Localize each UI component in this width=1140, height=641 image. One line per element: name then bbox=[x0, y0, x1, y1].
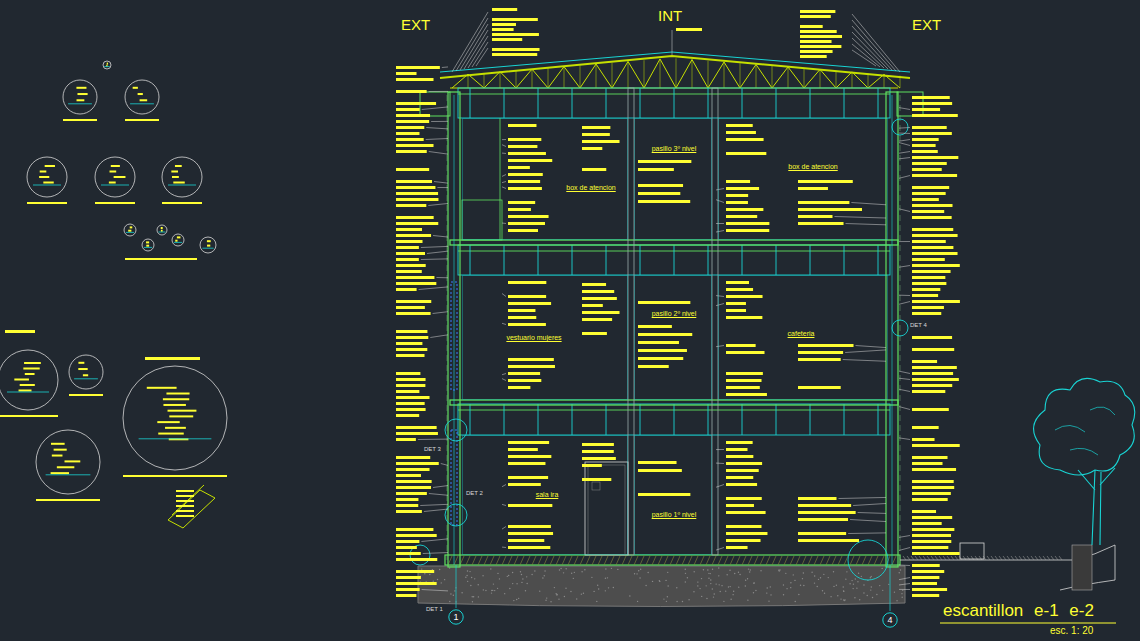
ceiling-band bbox=[458, 404, 890, 435]
ground-slab bbox=[445, 555, 900, 565]
room-space: vestuario mujeres bbox=[462, 275, 628, 400]
room-space: cafeteria bbox=[718, 275, 888, 400]
axis-bubble: 1 bbox=[448, 609, 464, 625]
axis-number: 4 bbox=[882, 612, 898, 628]
room-space: pasillo 1º nivel bbox=[634, 435, 712, 555]
room-name: sala ira bbox=[536, 491, 559, 499]
interior-label: INT bbox=[658, 8, 682, 23]
detail-marker bbox=[892, 119, 908, 135]
room-space: box de atencion bbox=[462, 118, 628, 240]
detail-tag: DET 4 bbox=[910, 322, 927, 328]
room-space: box de atencion bbox=[718, 118, 888, 240]
detail-marker bbox=[892, 320, 908, 336]
annotation-notes bbox=[396, 8, 960, 597]
drawing-title: escantillon e-1 e-2 bbox=[943, 602, 1094, 619]
scale-note: esc. 1: 20 bbox=[1050, 626, 1093, 636]
detail-callouts bbox=[0, 61, 227, 528]
soil bbox=[418, 566, 905, 607]
room-name: pasillo 1º nivel bbox=[652, 511, 697, 519]
room-space: pasillo 3º nivel bbox=[634, 118, 712, 240]
drawing bbox=[0, 8, 1135, 623]
detail-marker bbox=[848, 540, 888, 580]
room-space: pasillo 2º nivel bbox=[634, 275, 712, 400]
tree bbox=[1034, 378, 1135, 545]
floor-slab bbox=[450, 240, 898, 245]
room-space: sala ira bbox=[462, 435, 628, 555]
detail-tag: DET 3 bbox=[424, 446, 441, 452]
room-name: box de atencion bbox=[566, 184, 615, 192]
walls bbox=[447, 88, 900, 611]
room-name: box de atencion bbox=[788, 163, 837, 171]
ceiling-band bbox=[458, 245, 890, 275]
exterior-label: EXT bbox=[401, 17, 430, 32]
detail-tag: DET 2 bbox=[466, 490, 483, 496]
detail-tag: DET 1 bbox=[426, 606, 443, 612]
room-name: pasillo 2º nivel bbox=[652, 310, 697, 318]
title-underline bbox=[940, 622, 1116, 623]
room-name: cafeteria bbox=[788, 330, 815, 338]
axis-number: 1 bbox=[448, 609, 464, 625]
roof-truss bbox=[440, 52, 910, 88]
detail-marker bbox=[445, 504, 467, 526]
exterior-label: EXT bbox=[912, 17, 941, 32]
floor-slab bbox=[450, 400, 898, 405]
ceiling-band bbox=[458, 88, 890, 118]
axis-bubble: 4 bbox=[882, 612, 898, 628]
detail-marker bbox=[445, 419, 467, 441]
room-name: vestuario mujeres bbox=[506, 334, 561, 342]
room-name: pasillo 3º nivel bbox=[652, 145, 697, 153]
